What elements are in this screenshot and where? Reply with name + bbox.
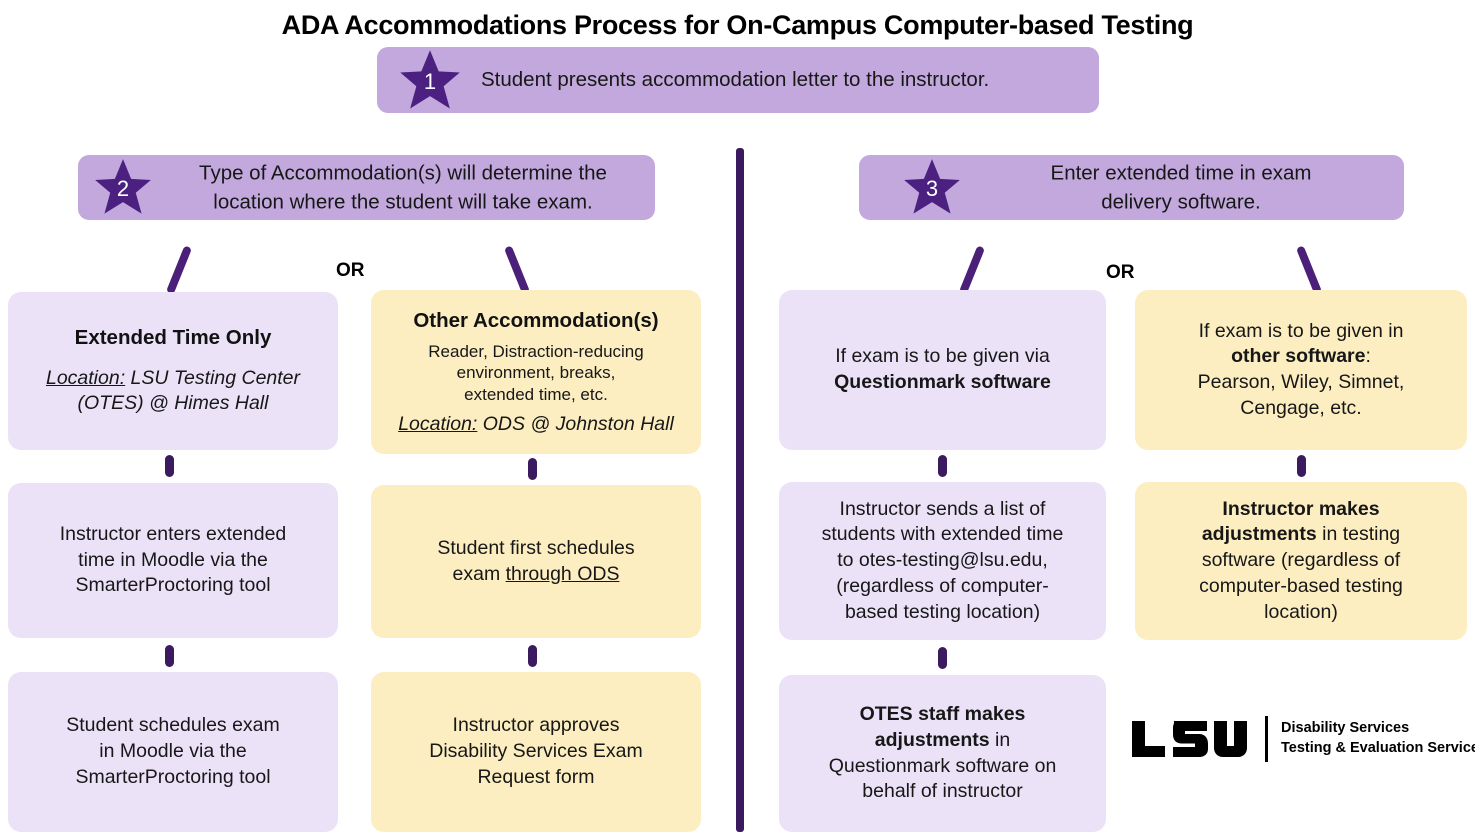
right-a-step2-line-5: based testing location) [844, 600, 1041, 623]
right-a-step3-line-4: behalf of instructor [862, 780, 1023, 803]
logo-line-1: Disability Services [1281, 720, 1410, 737]
right-b-step2-line-2: adjustments in testing [1147, 522, 1455, 548]
or-label-right: OR [1106, 262, 1135, 283]
right-a-step2-line-3: to otes-testing@lsu.edu, [837, 549, 1048, 572]
right-b-line-2: other software: [1147, 344, 1455, 370]
right-a-step3-line-2: adjustments in [791, 728, 1094, 754]
step-1-text: Student presents accommodation letter to… [481, 68, 990, 92]
location-label-b: Location: [398, 412, 478, 435]
right-a-step3-bold: adjustments [874, 728, 990, 751]
right-a-line-1: If exam is to be given via [835, 345, 1050, 368]
connector-right-a-2 [938, 647, 947, 669]
star-icon-1: 1 [399, 49, 461, 111]
step-2-line-2: location where the student will take exa… [213, 190, 593, 214]
box-student-schedules-exam-moodle: Student schedules exam in Moodle via the… [8, 672, 338, 832]
right-a-line-2: Questionmark software [834, 371, 1051, 393]
right-a-step2-line-1: Instructor sends a list of [839, 497, 1046, 520]
right-b-step2-line-5: location) [1264, 600, 1338, 623]
connector-left-b-2 [528, 645, 537, 667]
section-divider [736, 148, 744, 832]
box-instructor-sends-list: Instructor sends a list of students with… [779, 482, 1106, 640]
box-extended-time-only: Extended Time Only Location: LSU Testing… [8, 292, 338, 450]
logo-divider [1265, 716, 1268, 762]
step-3-number: 3 [925, 175, 939, 201]
left-a-step3-line-1: Student schedules exam [66, 714, 280, 737]
other-accommodations-heading: Other Accommodation(s) [413, 309, 659, 332]
lsu-wordmark-icon [1132, 721, 1247, 757]
connector-left-a-2 [165, 645, 174, 667]
page-title: ADA Accommodations Process for On-Campus… [281, 10, 1194, 40]
right-b-step2-plain: in testing [1316, 523, 1401, 546]
right-a-step2-line-2: students with extended time [821, 523, 1064, 546]
box-otes-staff-adjustments: OTES staff makes adjustments in Question… [779, 675, 1106, 832]
box-instructor-makes-adjustments: Instructor makes adjustments in testing … [1135, 482, 1467, 640]
lsu-logo: Disability Services Testing & Evaluation… [1131, 716, 1475, 762]
step-2-bar: 2 Type of Accommodation(s) will determin… [78, 155, 655, 220]
right-b-step2-bold: adjustments [1201, 523, 1317, 546]
right-b-line-4: Cengage, etc. [1240, 396, 1362, 419]
right-b-line-3: Pearson, Wiley, Simnet, [1197, 371, 1405, 393]
right-b-line-1: If exam is to be given in [1198, 319, 1404, 342]
right-a-step3-line-1: OTES staff makes [859, 703, 1026, 726]
left-a-step3-line-3: SmarterProctoring tool [75, 765, 271, 788]
location-value-a: LSU Testing Center [125, 366, 301, 389]
star-icon-2: 2 [94, 158, 152, 216]
connector-left-b-1 [528, 458, 537, 480]
extended-time-location-line-1: Location: LSU Testing Center [20, 366, 326, 392]
right-b-step2-line-1: Instructor makes [1222, 497, 1380, 520]
left-b-step2-line-2: exam through ODS [383, 562, 689, 588]
right-a-step3-plain: in [989, 728, 1011, 751]
step-1-number: 1 [423, 68, 437, 94]
branch-connector-left-a [165, 245, 193, 295]
left-b-step3-line-3: Request form [477, 765, 595, 788]
step-3-line-1: Enter extended time in exam [1050, 160, 1312, 184]
box-other-software: If exam is to be given in other software… [1135, 290, 1467, 450]
step-2-line-1: Type of Accommodation(s) will determine … [199, 160, 607, 184]
right-b-colon: : [1365, 345, 1371, 368]
extended-time-location-line-2: (OTES) @ Himes Hall [77, 392, 269, 415]
step-3-bar: 3 Enter extended time in exam delivery s… [859, 155, 1404, 220]
branch-connector-right-a [958, 245, 986, 295]
location-label-a: Location: [45, 366, 126, 389]
location-value-b: ODS @ Johnston Hall [477, 412, 674, 435]
left-a-step2-line-2: time in Moodle via the [78, 548, 268, 571]
other-accommodations-detail-3: extended time, etc. [464, 385, 608, 405]
connector-left-a-1 [165, 455, 174, 477]
left-a-step3-line-2: in Moodle via the [99, 740, 247, 763]
or-label-left: OR [336, 260, 365, 281]
left-a-step2-line-1: Instructor enters extended [59, 522, 287, 545]
left-b-step3-line-2: Disability Services Exam [429, 740, 643, 763]
box-other-accommodations: Other Accommodation(s) Reader, Distracti… [371, 290, 701, 454]
left-b-step2-underline: through ODS [505, 562, 620, 585]
step-1-bar: 1 Student presents accommodation letter … [377, 47, 1099, 113]
branch-connector-right-b [1295, 245, 1323, 295]
branch-connector-left-b [503, 245, 531, 295]
star-icon-3: 3 [903, 158, 961, 216]
right-b-bold: other software [1231, 345, 1366, 368]
box-questionmark-software: If exam is to be given via Questionmark … [779, 290, 1106, 450]
step-3-line-2: delivery software. [1101, 190, 1261, 214]
logo-line-2: Testing & Evaluation Services [1281, 740, 1475, 756]
connector-right-b-1 [1297, 455, 1306, 477]
other-accommodations-location: Location: ODS @ Johnston Hall [383, 412, 689, 438]
left-b-step3-line-1: Instructor approves [452, 714, 620, 737]
right-b-step2-line-3: software (regardless of [1201, 549, 1401, 572]
other-accommodations-detail-1: Reader, Distraction-reducing [428, 341, 644, 361]
step-2-number: 2 [116, 175, 130, 201]
left-b-step2-plain: exam [452, 562, 506, 585]
right-b-step2-line-4: computer-based testing [1199, 574, 1403, 597]
box-instructor-enters-extended-time: Instructor enters extended time in Moodl… [8, 483, 338, 638]
step-3-text: Enter extended time in exam delivery sof… [971, 158, 1391, 217]
left-a-step2-line-3: SmarterProctoring tool [75, 574, 271, 597]
step-2-text: Type of Accommodation(s) will determine … [158, 158, 648, 217]
right-a-step2-line-4: (regardless of computer- [836, 574, 1049, 597]
connector-right-a-1 [938, 455, 947, 477]
extended-time-heading: Extended Time Only [74, 325, 272, 349]
box-student-first-schedules: Student first schedules exam through ODS [371, 485, 701, 638]
other-accommodations-detail-2: environment, breaks, [456, 363, 616, 383]
box-instructor-approves-form: Instructor approves Disability Services … [371, 672, 701, 832]
left-b-step2-line-1: Student first schedules [437, 536, 635, 559]
right-a-step3-line-3: Questionmark software on [828, 754, 1057, 777]
